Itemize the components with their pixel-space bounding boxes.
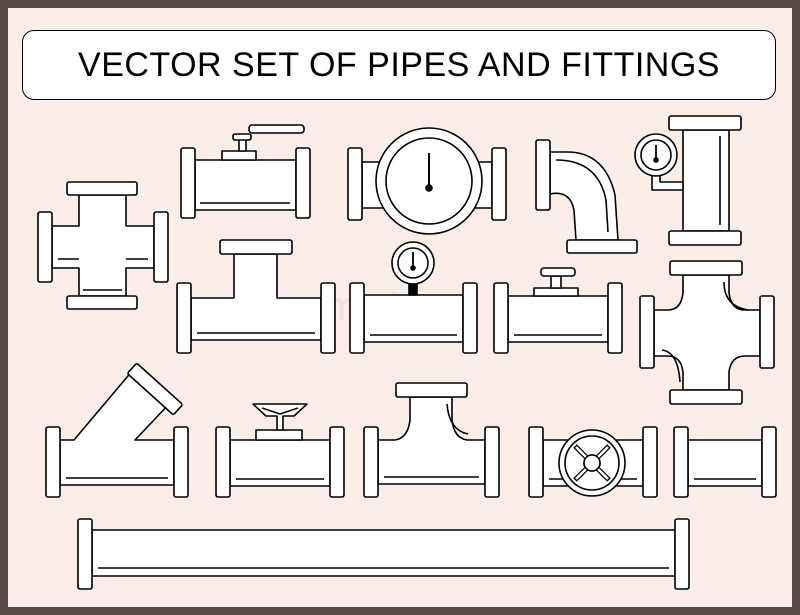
ball-valve-icon bbox=[180, 124, 311, 219]
cross-fitting-icon bbox=[37, 181, 169, 310]
title-banner: VECTOR SET OF PIPES AND FITTINGS bbox=[22, 30, 776, 100]
handwheel-valve-icon bbox=[528, 426, 658, 498]
vertical-pipe-with-gauge-icon bbox=[634, 115, 742, 246]
large-pressure-gauge-icon bbox=[347, 127, 507, 235]
page-title: VECTOR SET OF PIPES AND FITTINGS bbox=[78, 45, 720, 84]
rounded-cross-fitting-icon bbox=[639, 260, 775, 405]
tee-fitting-icon bbox=[176, 239, 336, 354]
butterfly-valve-icon bbox=[215, 403, 345, 498]
wye-fitting-icon bbox=[45, 363, 189, 498]
long-pipe-icon bbox=[77, 518, 690, 590]
pipe-with-gauge-icon bbox=[349, 241, 478, 354]
elbow-fitting-icon bbox=[535, 139, 638, 254]
rounded-tee-fitting-icon bbox=[363, 382, 500, 498]
short-pipe-icon bbox=[673, 426, 777, 498]
pipe-with-valve-icon bbox=[493, 267, 623, 354]
